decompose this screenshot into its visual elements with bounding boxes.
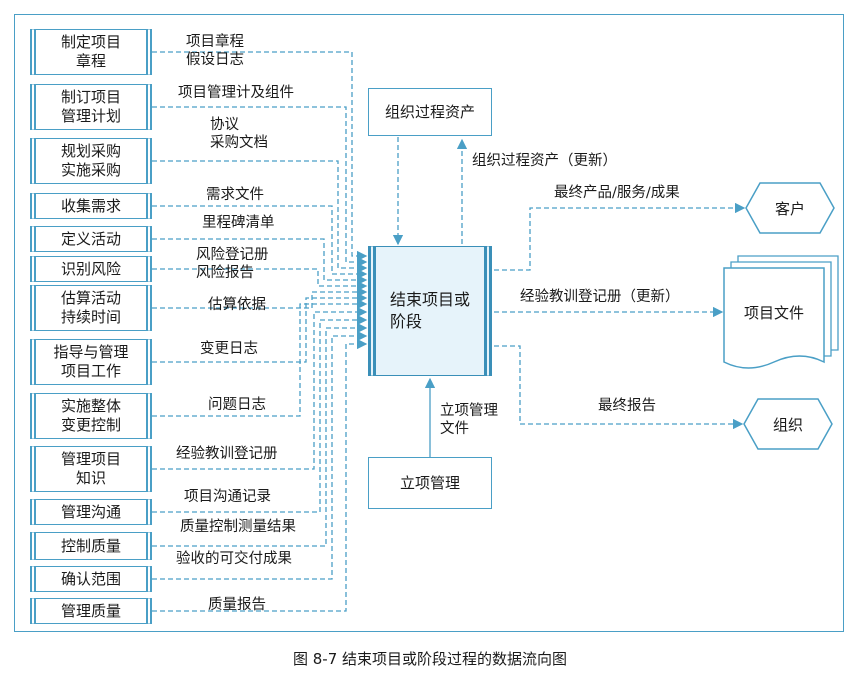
input-process-box: 估算活动 持续时间: [30, 285, 152, 331]
input-flow-label: 需求文件: [206, 187, 264, 203]
input-flow-label: 验收的可交付成果: [176, 551, 292, 567]
input-flow-label: 项目章程 假设日志: [186, 34, 244, 68]
input-flow-label: 项目沟通记录: [184, 489, 271, 505]
center-process-box: 结束项目或 阶段: [368, 246, 492, 376]
input-flow-label: 里程碑清单: [202, 215, 275, 231]
input-process-box: 制订项目 管理计划: [30, 84, 152, 130]
org-assets-box: 组织过程资产: [368, 88, 492, 136]
input-process-box: 定义活动: [30, 226, 152, 252]
input-flow-label: 变更日志: [200, 341, 258, 357]
input-arrow: [152, 298, 368, 417]
input-arrow: [152, 106, 368, 268]
arrow-final-report: [494, 345, 744, 430]
lessons-update-label: 经验教训登记册（更新）: [520, 289, 680, 305]
customer-label: 客户: [774, 200, 805, 218]
input-process-box: 制定项目 章程: [30, 29, 152, 75]
input-process-box: 控制质量: [30, 532, 152, 560]
organization-label: 组织: [772, 416, 803, 434]
input-arrow: [152, 322, 368, 547]
final-product-label: 最终产品/服务/成果: [554, 185, 680, 201]
input-flow-label: 经验教训登记册: [176, 446, 278, 462]
customer-shape: [745, 182, 835, 234]
input-arrow: [152, 330, 368, 580]
input-flow-label: 质量报告: [208, 597, 266, 613]
project-mgmt-flow-label: 立项管理 文件: [440, 403, 498, 437]
input-arrow: [152, 292, 368, 363]
input-process-box: 实施整体 变更控制: [30, 393, 152, 439]
input-flow-label: 协议 采购文档: [210, 117, 268, 151]
figure-caption: 图 8-7 结束项目或阶段过程的数据流向图: [292, 650, 568, 668]
input-flow-label: 风险登记册 风险报告: [196, 247, 269, 281]
input-process-box: 管理沟通: [30, 499, 152, 525]
input-arrow: [152, 51, 368, 262]
project-docs-label: 项目文件: [743, 304, 804, 322]
input-arrow: [152, 306, 368, 470]
org-assets-update-label: 组织过程资产（更新）: [472, 153, 617, 169]
input-arrow: [152, 338, 368, 612]
input-arrow: [152, 238, 368, 286]
input-flow-label: 估算依据: [208, 297, 266, 313]
input-flow-label: 项目管理计及组件: [178, 85, 294, 101]
diagram-frame: [14, 14, 844, 632]
input-arrow: [152, 205, 368, 280]
input-arrow: [152, 314, 368, 513]
input-process-box: 收集需求: [30, 193, 152, 219]
input-flow-label: 质量控制测量结果: [180, 519, 296, 535]
project-mgmt-box: 立项管理: [368, 457, 492, 509]
input-arrow: [152, 268, 368, 292]
input-process-box: 指导与管理 项目工作: [30, 339, 152, 385]
final-report-label: 最终报告: [598, 398, 656, 414]
doc-shape-front: [723, 267, 825, 369]
input-process-box: 管理质量: [30, 598, 152, 624]
input-process-box: 确认范围: [30, 566, 152, 592]
input-flow-label: 问题日志: [208, 397, 266, 413]
input-arrow: [152, 160, 368, 274]
arrow-final-product: [494, 202, 746, 271]
organization-shape: [743, 398, 833, 450]
input-process-box: 识别风险: [30, 256, 152, 282]
input-process-box: 规划采购 实施采购: [30, 138, 152, 184]
input-process-box: 管理项目 知识: [30, 446, 152, 492]
input-arrow: [152, 286, 368, 309]
